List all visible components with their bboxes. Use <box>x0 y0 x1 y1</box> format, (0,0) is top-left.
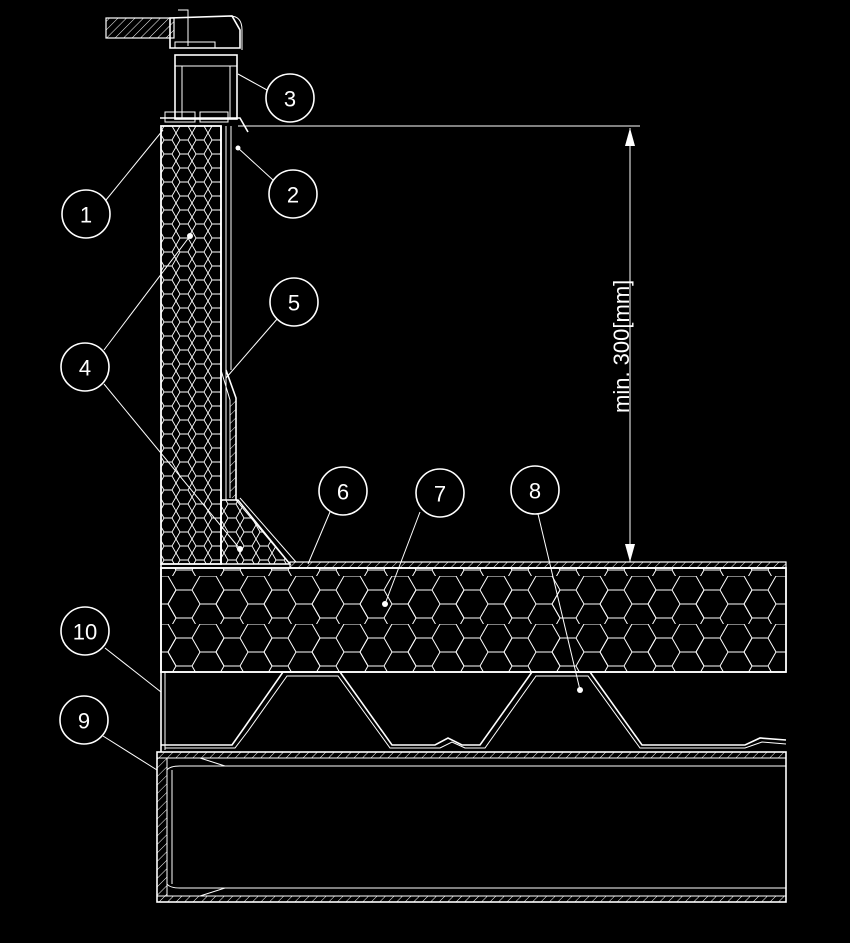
parapet-coping <box>105 9 249 133</box>
svg-text:8: 8 <box>529 479 541 504</box>
parapet-insulation <box>160 125 232 565</box>
leader-dots <box>187 145 583 693</box>
edge-upstand <box>160 564 166 752</box>
svg-text:1: 1 <box>80 203 92 228</box>
callout-10: 10 <box>60 606 110 656</box>
svg-text:2: 2 <box>287 183 299 208</box>
callout-7: 7 <box>415 468 465 518</box>
svg-text:4: 4 <box>79 356 91 381</box>
callout-6: 6 <box>318 466 368 516</box>
callout-3: 3 <box>265 73 315 123</box>
callout-5: 5 <box>269 277 319 327</box>
callout-2: 2 <box>268 169 318 219</box>
callout-1: 1 <box>61 189 111 239</box>
callout-4: 4 <box>60 342 110 392</box>
svg-text:7: 7 <box>434 482 446 507</box>
trapezoidal-deck <box>161 671 787 749</box>
leader-lines <box>102 73 581 771</box>
svg-text:10: 10 <box>73 620 97 645</box>
cant-strip <box>220 497 297 565</box>
callout-8: 8 <box>510 465 560 515</box>
svg-text:3: 3 <box>284 87 296 112</box>
svg-text:9: 9 <box>78 709 90 734</box>
callout-9: 9 <box>59 695 109 745</box>
membrane-upstand <box>220 369 237 500</box>
roof-insulation <box>160 567 787 673</box>
svg-text:6: 6 <box>337 480 349 505</box>
steel-beam <box>156 751 787 903</box>
dimension-label: min. 300[mm] <box>609 280 634 413</box>
svg-text:5: 5 <box>288 291 300 316</box>
height-dimension: min. 300[mm] <box>238 125 640 562</box>
